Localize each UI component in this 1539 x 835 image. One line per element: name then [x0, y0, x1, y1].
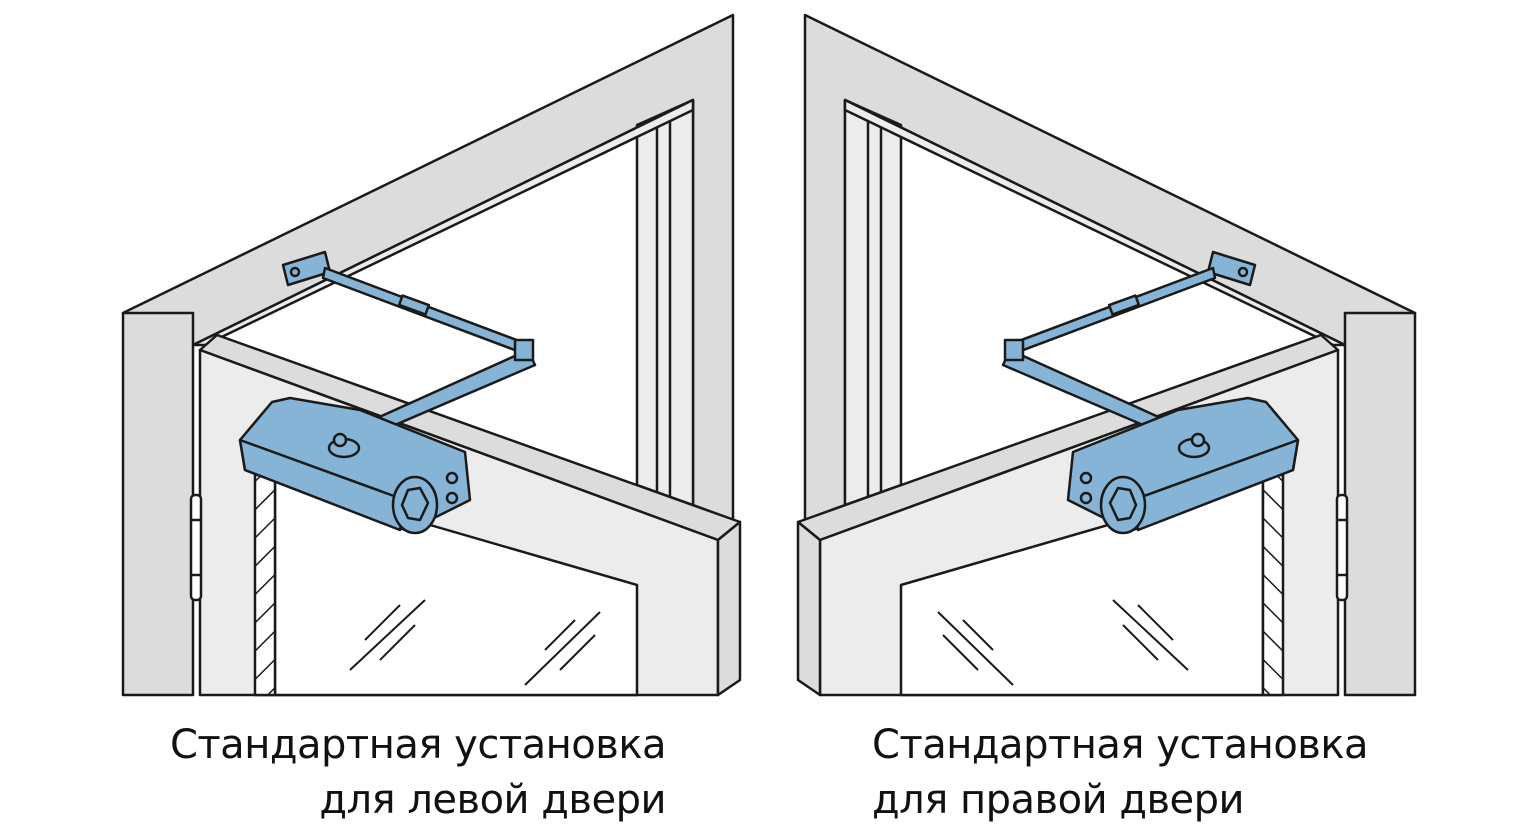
left-caption-line1: Стандартная установка [169, 722, 667, 768]
right-caption-line2: для правой двери [872, 777, 1245, 823]
right-door-illustration [796, 13, 1417, 697]
right-caption-line1: Стандартная установка [872, 722, 1369, 768]
left-caption-line2: для левой двери [319, 777, 666, 823]
left-door-illustration [121, 13, 742, 697]
